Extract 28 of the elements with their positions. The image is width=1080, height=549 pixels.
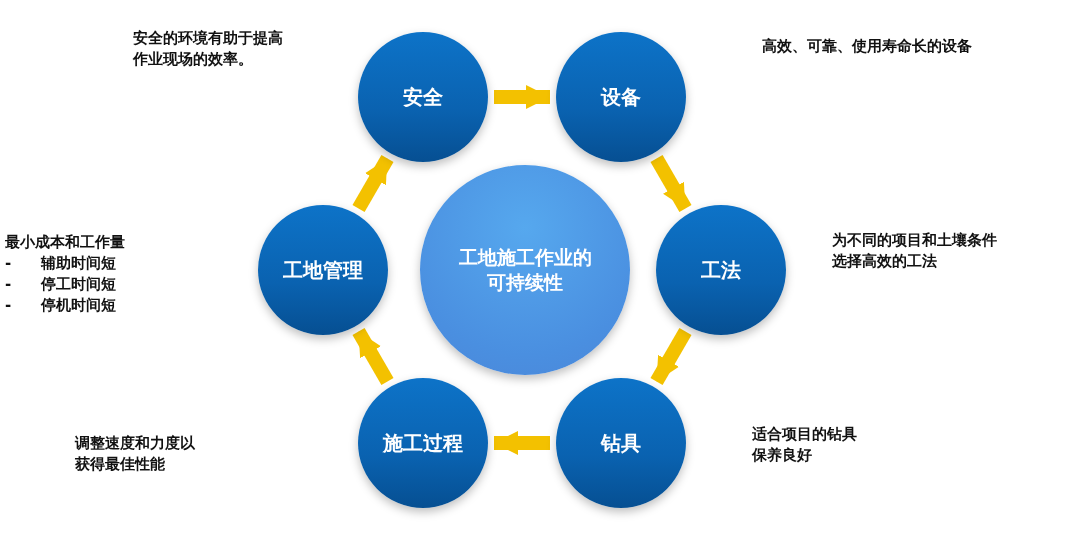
circle-label: 工地施工作业的可持续性 — [457, 245, 593, 295]
block-arrow — [494, 85, 550, 109]
description-text: 最小成本和工作量 — [5, 232, 126, 253]
circle-label: 工法 — [701, 257, 741, 283]
circle-label: 钻具 — [601, 430, 641, 456]
block-arrow — [352, 154, 394, 213]
circle-label: 设备 — [601, 84, 641, 110]
description-text: - 停机时间短 — [5, 295, 118, 316]
block-arrow — [650, 327, 692, 386]
description-text: 高效、可靠、使用寿命长的设备 — [762, 36, 973, 57]
topic-circle — [556, 32, 686, 162]
description-text: 安全的环境有助于提高作业现场的效率。 — [133, 28, 284, 70]
description-text: 为不同的项目和土壤条件选择高效的工法 — [832, 230, 998, 272]
description-text: - 辅助时间短 — [5, 253, 118, 274]
description-text: - 停工时间短 — [5, 274, 118, 295]
block-arrow — [494, 431, 550, 455]
circle-label: 施工过程 — [383, 430, 463, 456]
topic-circle — [358, 378, 488, 508]
topic-circle — [358, 32, 488, 162]
topic-circle — [258, 205, 388, 335]
circle-label: 安全 — [403, 84, 443, 110]
description-text: 适合项目的钻具保养良好 — [752, 424, 858, 466]
topic-circle — [556, 378, 686, 508]
block-arrow — [650, 154, 692, 213]
circle-label: 工地管理 — [283, 257, 363, 283]
block-arrow — [352, 327, 394, 386]
topic-circle — [656, 205, 786, 335]
description-text: 调整速度和力度以获得最佳性能 — [75, 433, 196, 475]
